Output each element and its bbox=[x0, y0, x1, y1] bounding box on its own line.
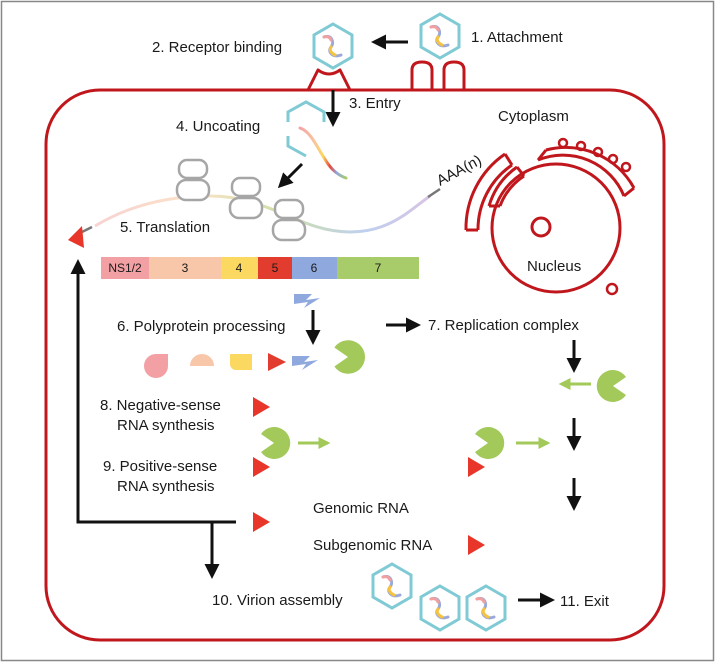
vesicles bbox=[557, 137, 632, 173]
ribosome-3 bbox=[271, 198, 307, 242]
arrow-uncoating bbox=[277, 162, 304, 189]
nascent-protein-arrowhead bbox=[68, 226, 84, 248]
label-virion-assembly: 10. Virion assembly bbox=[212, 592, 343, 609]
segment-6-label: 6 bbox=[311, 261, 318, 275]
virion-receptor-binding bbox=[312, 22, 354, 70]
label-entry: 3. Entry bbox=[349, 95, 401, 112]
segment-7-label: 7 bbox=[375, 261, 382, 275]
subgenomic-rna-head bbox=[468, 535, 485, 555]
ribosome-1 bbox=[175, 158, 211, 202]
arrow-feedback-translation bbox=[70, 259, 236, 524]
segment-7 bbox=[337, 257, 419, 279]
uncoating-capsid bbox=[286, 100, 348, 180]
negative-rna-head bbox=[253, 397, 270, 417]
label-polyprotein-processing: 6. Polyprotein processing bbox=[117, 318, 285, 335]
nuclear-pore bbox=[605, 282, 619, 296]
receptor-free-1 bbox=[410, 60, 434, 90]
positive-rna-head-2 bbox=[468, 457, 485, 477]
virion-assembled-2 bbox=[419, 584, 461, 632]
label-cytoplasm: Cytoplasm bbox=[498, 108, 569, 125]
virion-assembled-1 bbox=[371, 562, 413, 610]
segment-6 bbox=[292, 257, 337, 279]
label-uncoating: 4. Uncoating bbox=[176, 118, 260, 135]
segment-3-label: 3 bbox=[182, 261, 189, 275]
label-positive-sense-1: 9. Positive-sense bbox=[103, 458, 217, 475]
genomic-rna-head bbox=[253, 512, 270, 532]
virion-assembled-3 bbox=[465, 584, 507, 632]
label-negative-sense-2: RNA synthesis bbox=[117, 417, 215, 434]
protease-icon bbox=[294, 294, 320, 308]
label-negative-sense-1: 8. Negative-sense bbox=[100, 397, 221, 414]
label-attachment: 1. Attachment bbox=[471, 29, 564, 46]
processed-proteins bbox=[144, 340, 366, 378]
nucleus bbox=[490, 162, 622, 294]
virion-attachment bbox=[419, 12, 461, 60]
label-genomic-rna: Genomic RNA bbox=[313, 500, 409, 517]
label-receptor-binding: 2. Receptor binding bbox=[152, 39, 282, 56]
segment-ns1-2 bbox=[101, 257, 149, 279]
label-translation: 5. Translation bbox=[120, 219, 210, 236]
cell-membrane bbox=[44, 88, 666, 642]
segment-5-label: 5 bbox=[272, 261, 279, 275]
segment-3 bbox=[149, 257, 221, 279]
label-positive-sense-2: RNA synthesis bbox=[117, 478, 215, 495]
label-exit: 11. Exit bbox=[560, 593, 610, 610]
segment-5 bbox=[258, 257, 292, 279]
label-nucleus: Nucleus bbox=[527, 258, 581, 275]
endoplasmic-reticulum bbox=[464, 146, 636, 232]
receptor-free-2 bbox=[442, 60, 466, 90]
replicase-1 bbox=[596, 370, 626, 402]
positive-rna-head-1 bbox=[253, 457, 270, 477]
nucleolus bbox=[530, 216, 552, 238]
ribosome-2 bbox=[228, 176, 264, 220]
replicase-2 bbox=[261, 427, 291, 459]
polyprotein-bar: NS1/2 3 4 5 6 7 bbox=[101, 257, 419, 279]
label-subgenomic-rna: Subgenomic RNA bbox=[313, 537, 432, 554]
label-replication-complex: 7. Replication complex bbox=[428, 317, 579, 334]
segment-ns1-2-label: NS1/2 bbox=[108, 261, 142, 275]
segment-4-label: 4 bbox=[236, 261, 243, 275]
segment-4 bbox=[221, 257, 258, 279]
receptor-bound bbox=[306, 68, 352, 91]
replicase-3 bbox=[475, 427, 505, 459]
